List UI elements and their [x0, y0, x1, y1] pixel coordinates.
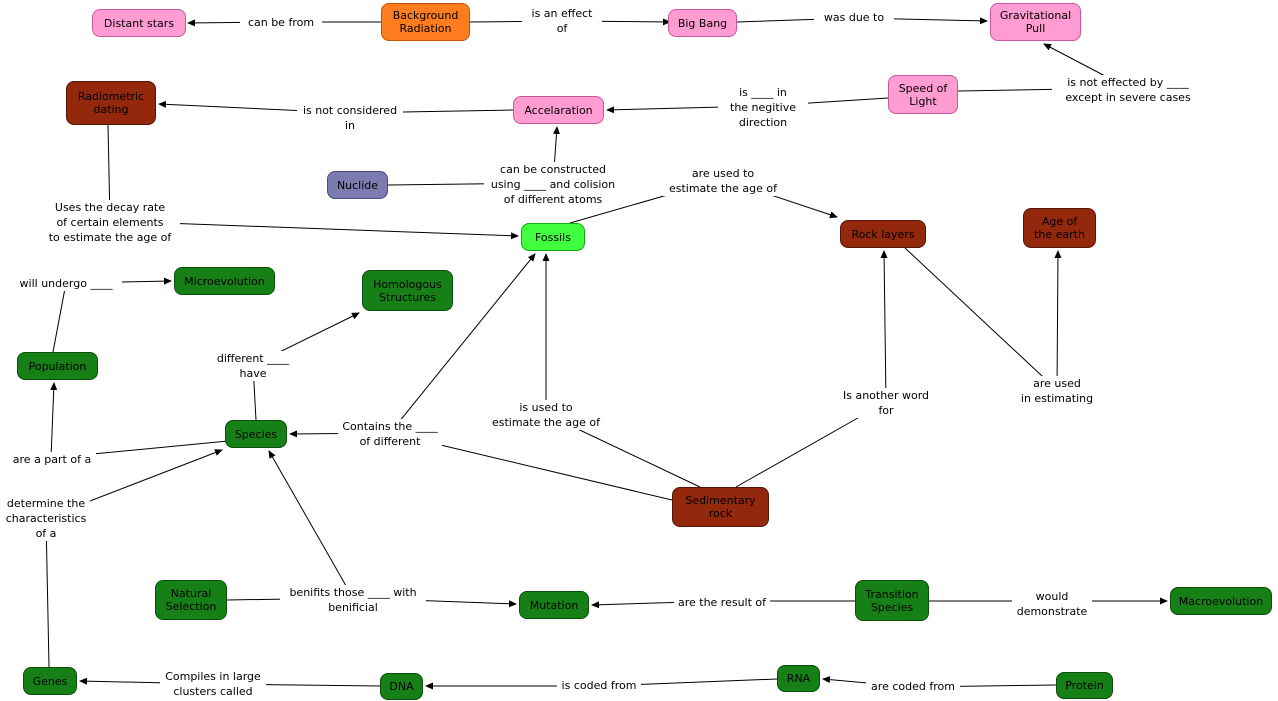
node-dna[interactable]: DNA: [380, 673, 423, 700]
node-big-bang[interactable]: Big Bang: [668, 9, 737, 37]
node-homologous-structures[interactable]: Homologous Structures: [362, 270, 453, 311]
node-fossils[interactable]: Fossils: [521, 223, 585, 251]
edge-label-contains: Contains the ____ of different: [338, 419, 442, 449]
node-microevolution[interactable]: Microevolution: [174, 267, 275, 295]
edge-label-can-be-from: can be from: [240, 15, 322, 30]
node-distant-stars[interactable]: Distant stars: [92, 9, 186, 37]
node-species[interactable]: Species: [225, 420, 287, 448]
edge-sedimentary-rock-fossils-age: [542, 253, 701, 488]
edge-label-is-coded-from: is coded from: [557, 678, 641, 693]
edge-natural-selection-species-mutation: [226, 450, 517, 608]
node-rock-layers[interactable]: Rock layers: [840, 220, 926, 248]
edge-rock-layers-age-of-the-earth: [904, 247, 1062, 391]
edge-species-population: [50, 382, 229, 459]
edge-sedimentary-rock-contains-fossils-species: [289, 253, 673, 501]
edge-label-benifits-those: benifits those ____ with benificial: [280, 585, 426, 615]
edge-sedimentary-rock-rock-layers: [735, 250, 888, 488]
edge-label-are-the-result-of: are the result of: [674, 595, 770, 610]
node-gravitational-pull[interactable]: Gravitational Pull: [990, 3, 1081, 41]
node-background-radiation[interactable]: Background Radiation: [381, 3, 470, 41]
node-speed-of-light[interactable]: Speed of Light: [888, 75, 958, 114]
edge-label-different-have: different ____ have: [213, 351, 293, 381]
edge-label-is-an-effect-of: is an effect of: [522, 6, 602, 36]
edge-label-is-not-considered-in: is not considered in: [297, 103, 403, 133]
edge-label-was-due-to: was due to: [814, 10, 894, 25]
edge-label-are-coded-from: are coded from: [866, 679, 960, 694]
edge-label-another-word-for: Is another word for: [836, 388, 936, 418]
edge-label-estimate-age-of-rock: are used to estimate the age of: [663, 166, 783, 196]
node-radiometric-dating[interactable]: Radiometric dating: [66, 81, 156, 125]
edge-label-used-in-estimating: are used in estimating: [1017, 376, 1097, 406]
edge-label-are-a-part-of-a: are a part of a: [8, 452, 96, 467]
node-rna[interactable]: RNA: [777, 665, 820, 692]
edge-label-decay-rate: Uses the decay rate of certain elements …: [40, 200, 180, 245]
node-genes[interactable]: Genes: [23, 667, 77, 695]
node-natural-selection[interactable]: Natural Selection: [155, 580, 227, 620]
edge-population-microevolution: [52, 277, 172, 353]
node-transition-species[interactable]: Transition Species: [855, 580, 929, 621]
edge-label-will-undergo: will undergo ____: [10, 276, 122, 291]
node-accelaration[interactable]: Accelaration: [513, 96, 604, 124]
edge-label-negitive-direction: is ____ in the negitive direction: [718, 85, 808, 130]
node-age-of-the-earth[interactable]: Age of the earth: [1023, 208, 1096, 248]
node-sedimentary-rock[interactable]: Sedimentary rock: [672, 487, 769, 527]
edge-label-would-demonstrate: would demonstrate: [1012, 589, 1092, 619]
node-nuclide[interactable]: Nuclide: [327, 171, 388, 199]
edge-label-can-be-constructed: can be constructed using ____ and colisi…: [484, 162, 622, 207]
node-mutation[interactable]: Mutation: [519, 591, 589, 619]
edge-label-compiles-clusters: Compiles in large clusters called: [160, 669, 266, 699]
node-population[interactable]: Population: [17, 352, 98, 380]
node-macroevolution[interactable]: Macroevolution: [1170, 587, 1272, 615]
edge-genes-species: [45, 449, 223, 668]
edge-label-estimate-age-of-fossils: is used to estimate the age of: [486, 400, 606, 430]
edge-label-is-not-effected: is not effected by ____ except in severe…: [1052, 75, 1204, 105]
edge-label-determine-characteristics: determine the characteristics of a: [2, 496, 90, 541]
node-protein[interactable]: Protein: [1056, 672, 1113, 699]
